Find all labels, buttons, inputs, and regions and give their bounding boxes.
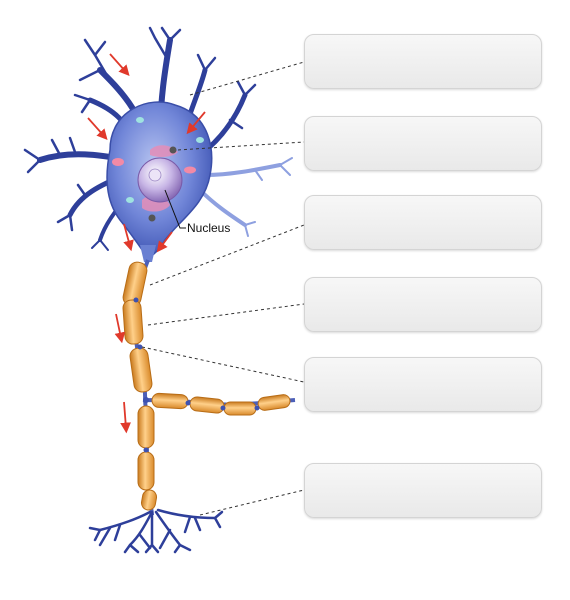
- axon: [132, 259, 296, 516]
- signal-arrow: [109, 53, 130, 77]
- label-box-2[interactable]: [304, 116, 542, 171]
- leader-line-4: [147, 303, 305, 326]
- signal-arrow: [114, 313, 126, 344]
- label-box-1[interactable]: [304, 34, 542, 89]
- signal-arrows: [87, 53, 206, 434]
- signal-arrow: [156, 231, 173, 253]
- nucleus-leader-line: [164, 189, 186, 229]
- label-box-5[interactable]: [304, 357, 542, 412]
- label-box-6[interactable]: [304, 463, 542, 518]
- nucleolus: [148, 168, 162, 182]
- label-box-3[interactable]: [304, 195, 542, 250]
- axon-hillock: [140, 245, 156, 262]
- nucleus-label: Nucleus: [187, 221, 230, 235]
- myelin-sheath: [122, 261, 291, 511]
- signal-arrow: [186, 111, 206, 135]
- signal-arrow: [120, 401, 131, 434]
- axon-terminals: [88, 508, 224, 554]
- signal-arrow: [87, 117, 108, 141]
- nodes-of-ranvier: [133, 297, 260, 453]
- leader-lines: [141, 61, 305, 516]
- leader-line-5: [141, 346, 305, 383]
- dendrites: [23, 26, 293, 251]
- label-box-4[interactable]: [304, 277, 542, 332]
- leader-line-1: [189, 61, 305, 96]
- nucleus: [137, 157, 183, 203]
- signal-arrow: [123, 223, 134, 252]
- leader-line-6: [199, 489, 305, 516]
